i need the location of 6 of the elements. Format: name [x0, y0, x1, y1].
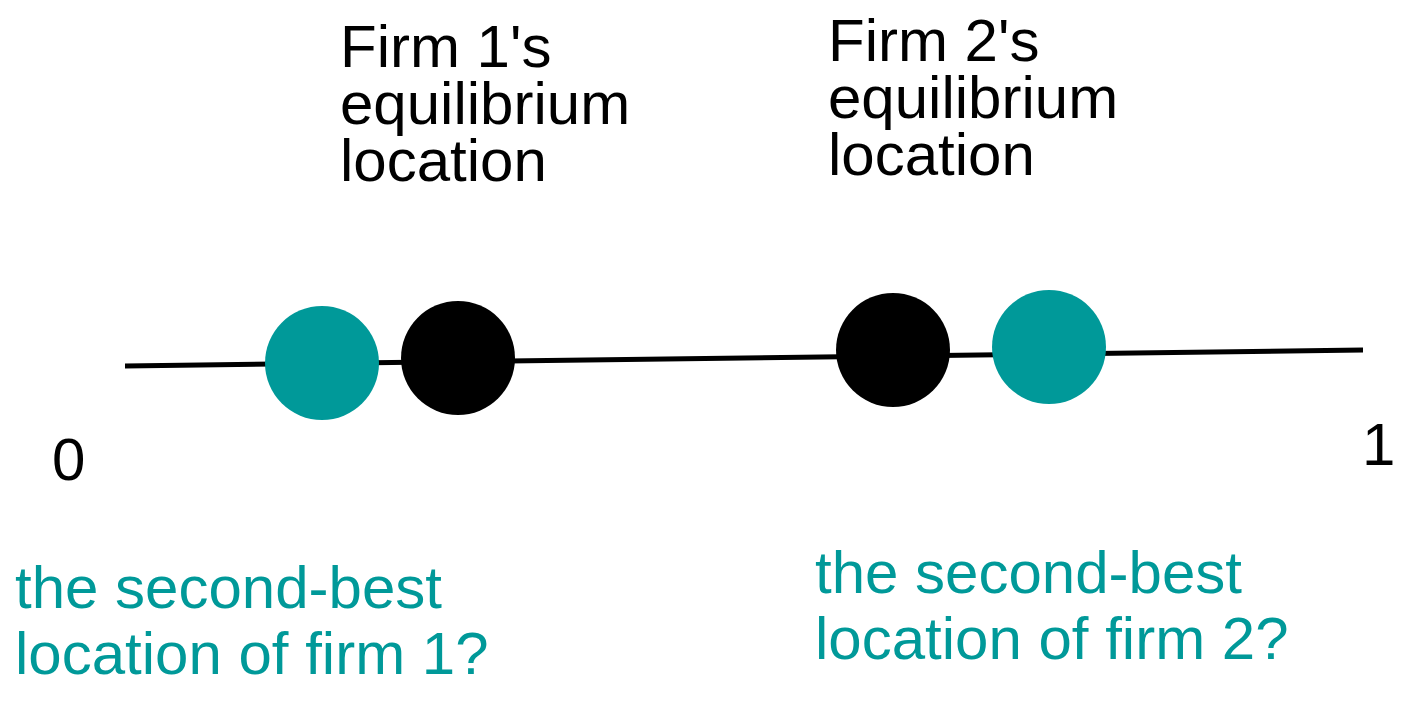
location-caption: Firm 2's equilibrium location	[828, 12, 1120, 183]
location-caption: Firm 1's equilibrium location	[340, 18, 632, 189]
location-caption: the second-best location of firm 1?	[15, 555, 490, 687]
location-caption: the second-best location of firm 2?	[815, 540, 1290, 672]
axis-end-label: 0	[52, 430, 86, 490]
axis-end-label: 1	[1362, 415, 1396, 475]
